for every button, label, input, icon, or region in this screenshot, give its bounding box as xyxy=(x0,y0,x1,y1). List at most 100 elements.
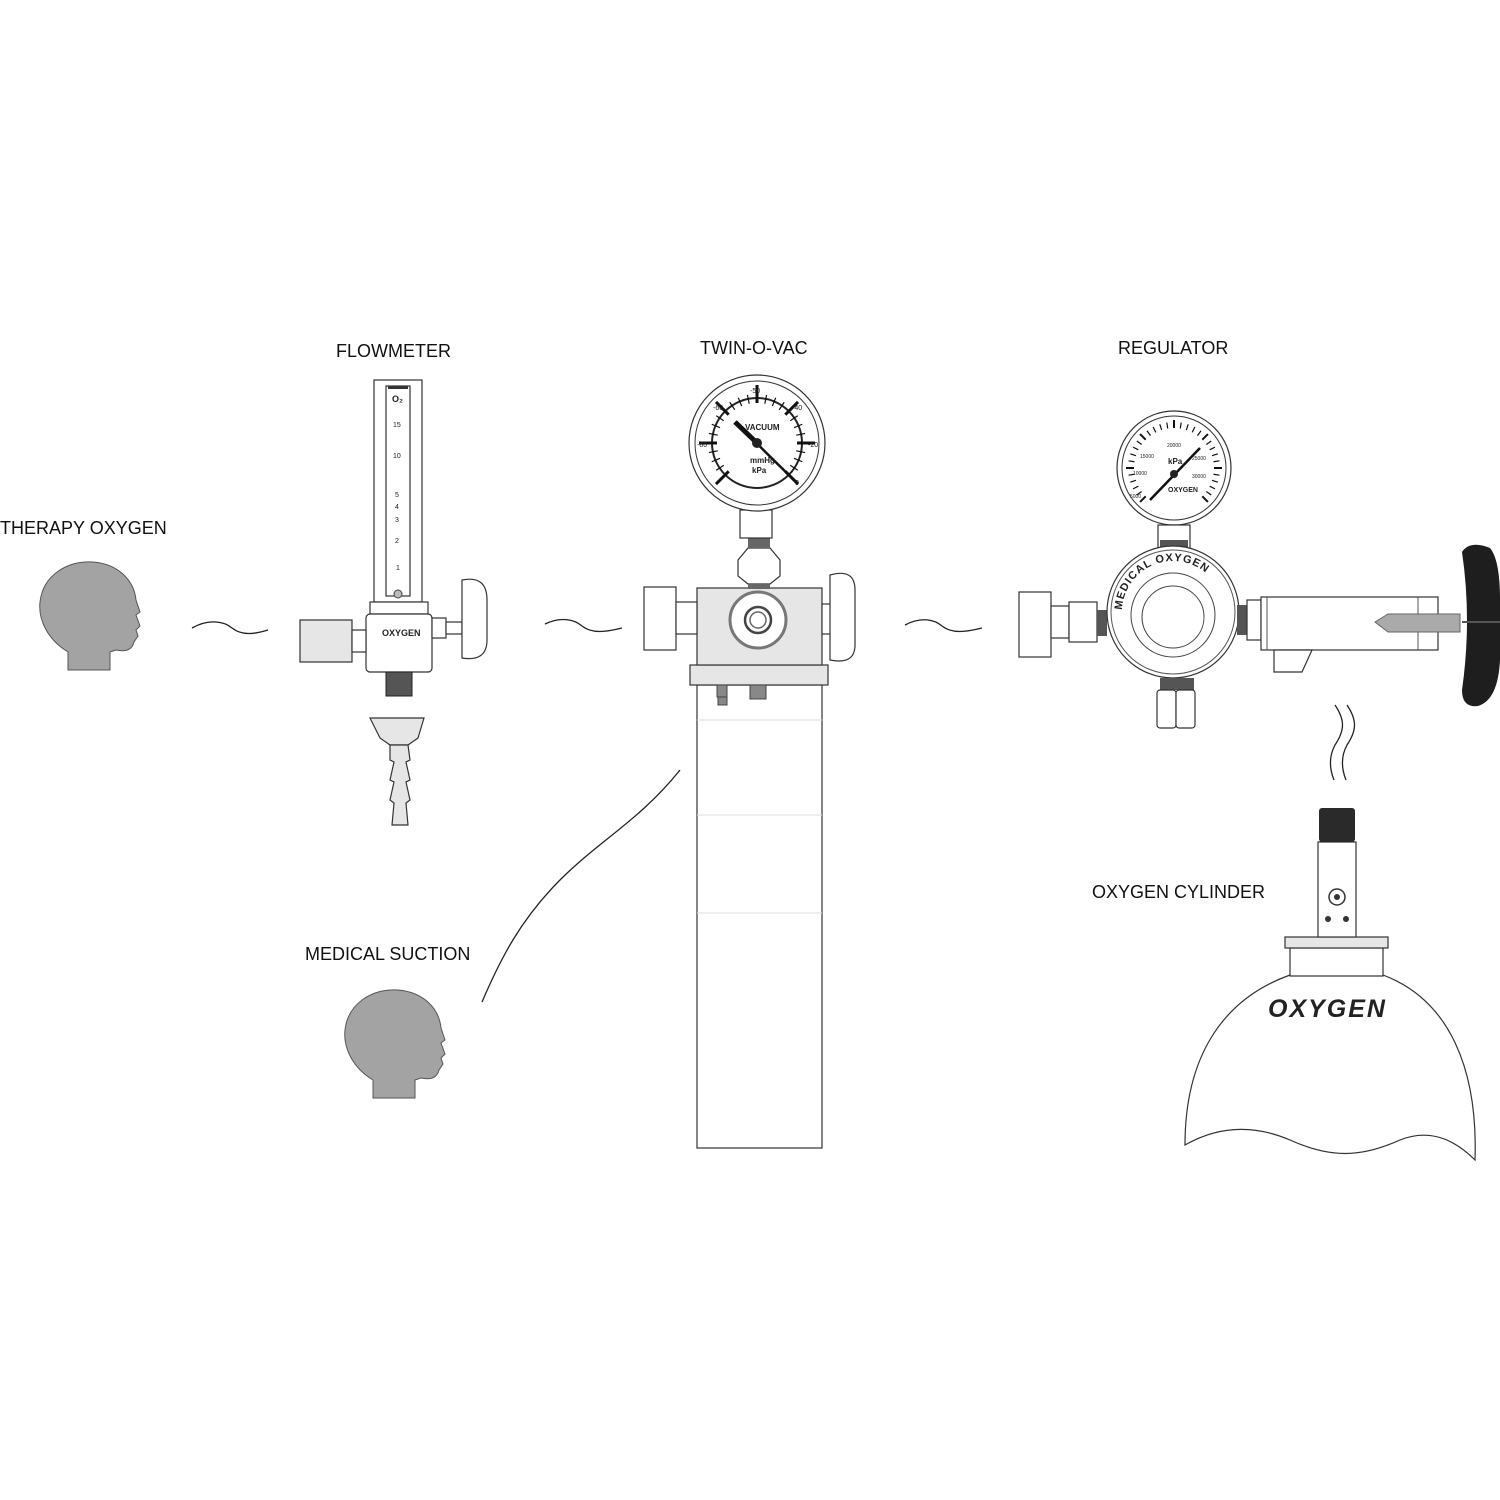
flow-ball xyxy=(393,589,403,599)
gauge-tick xyxy=(1191,426,1196,433)
gauge-tick xyxy=(1206,491,1212,496)
cylinder-body xyxy=(1184,974,1476,1162)
port xyxy=(716,684,728,698)
o2-symbol: O₂ xyxy=(392,394,403,404)
scale-2: 2 xyxy=(395,538,399,545)
flowmeter-body-label: OXYGEN xyxy=(382,628,421,638)
gauge-tick xyxy=(1197,430,1202,436)
vacuum-regulator-knob[interactable] xyxy=(643,586,677,651)
scale-10: 10 xyxy=(393,453,401,460)
gauge-tick xyxy=(771,397,777,407)
vac-scale: -80 xyxy=(697,442,707,449)
vac-scale: -40 xyxy=(792,405,802,412)
threaded-outlet xyxy=(385,671,413,697)
twin-o-vac-label: TWIN-O-VAC xyxy=(700,338,808,358)
therapy-oxygen-label: THERAPY OXYGEN xyxy=(0,518,167,538)
pin-index-hole xyxy=(1325,916,1331,922)
gauge-tick xyxy=(1211,453,1218,457)
tommy-screw xyxy=(1374,613,1461,633)
outlet-stem xyxy=(445,621,463,635)
mounting-handle[interactable] xyxy=(829,572,856,662)
gauge-tick xyxy=(711,423,721,429)
gauge-tick xyxy=(714,400,730,416)
reg-scale: 25000 xyxy=(1192,456,1206,462)
gauge-tick xyxy=(1136,491,1142,496)
inlet-hex xyxy=(1068,601,1098,643)
connection-line xyxy=(1341,704,1356,781)
hose-barb xyxy=(389,744,411,826)
twin-o-vac: -50 -60 -40 -80 -20 0 VACUUM mmHg kPa xyxy=(643,374,856,1149)
regulator-label: REGULATOR xyxy=(1118,338,1228,358)
scale-4: 4 xyxy=(395,504,399,511)
inlet-stem xyxy=(1050,605,1070,639)
thread xyxy=(1097,610,1107,636)
pressure-gauge xyxy=(1116,410,1232,526)
gauge-tick xyxy=(1213,473,1220,476)
scale-5: 5 xyxy=(395,492,399,499)
outlet-nut xyxy=(1175,689,1196,729)
unit-mmhg: mmHg xyxy=(750,456,775,465)
suction-canister xyxy=(696,684,823,1149)
tube-cap xyxy=(388,386,408,389)
gauge-tick xyxy=(715,464,725,471)
gauge-tick xyxy=(796,450,806,454)
gauge-bezel xyxy=(694,380,820,506)
vac-scale: -50 xyxy=(750,388,760,395)
pin-index-hole xyxy=(1343,916,1349,922)
needle-tail xyxy=(733,420,759,445)
scale-15: 15 xyxy=(393,422,401,429)
flow-control-knob[interactable] xyxy=(299,619,353,663)
unit-kpa: kPa xyxy=(752,466,767,475)
gauge-tick xyxy=(1166,422,1169,429)
regulator-body xyxy=(1106,545,1240,679)
gauge-tick xyxy=(796,432,806,436)
body-inner xyxy=(1130,572,1216,658)
needle-hub xyxy=(1170,470,1178,478)
flowmeter: O₂ 15 10 5 4 3 2 1 OXYGEN xyxy=(299,379,488,826)
gauge-tick xyxy=(1211,479,1218,483)
flowmeter-body xyxy=(365,613,433,673)
vac-scale: -60 xyxy=(713,405,723,412)
inlet-nut xyxy=(1018,591,1052,658)
patient-head-icon-suction xyxy=(344,989,446,1099)
vac-scale: -20 xyxy=(808,442,818,449)
gauge-tick xyxy=(1209,485,1216,490)
gauge-tick xyxy=(746,394,750,404)
mounting-handle[interactable] xyxy=(461,578,488,660)
flowmeter-label: FLOWMETER xyxy=(336,341,451,361)
dial-center xyxy=(743,605,773,635)
gauge-tick xyxy=(729,401,736,411)
gauge-tick xyxy=(1136,440,1142,445)
gauge-tick xyxy=(1201,433,1209,441)
gauge-tick xyxy=(778,401,785,411)
gauge-tick xyxy=(1128,460,1135,463)
gauge-tick xyxy=(793,423,803,429)
gauge-tick xyxy=(764,394,768,404)
medical-suction-label: MEDICAL SUCTION xyxy=(305,944,470,964)
oxygen-cylinder-label: OXYGEN CYLINDER xyxy=(1092,882,1265,902)
gauge-tick xyxy=(1128,473,1135,476)
gauge-tick xyxy=(711,457,721,463)
gauge-tick xyxy=(737,397,743,407)
gauge-tick xyxy=(1179,422,1182,429)
gauge-tick xyxy=(784,400,800,416)
dial-inner xyxy=(749,611,767,629)
outlet-fitting xyxy=(431,617,447,639)
suction-tube-line xyxy=(481,769,681,1003)
tommy-handle[interactable] xyxy=(1462,544,1500,707)
outlet-nut xyxy=(1156,689,1177,729)
gauge-gas: OXYGEN xyxy=(1168,487,1198,494)
gauge-tick xyxy=(789,464,799,471)
flow-scale-window xyxy=(385,385,411,597)
reg-scale: 20000 xyxy=(1167,443,1181,449)
reg-scale: 10000 xyxy=(1133,471,1147,477)
yoke-pin xyxy=(1273,649,1313,673)
gauge-tick xyxy=(1159,424,1163,431)
regulator: 5000 10000 15000 20000 25000 30000 kPa O… xyxy=(1018,410,1500,729)
gauge-tick xyxy=(714,470,730,486)
gauge-bezel xyxy=(1121,415,1227,521)
gauge-unit: kPa xyxy=(1168,457,1183,466)
knob-stem xyxy=(675,601,698,635)
reg-scale: 5000 xyxy=(1130,494,1141,500)
selector-dial[interactable] xyxy=(728,590,788,650)
